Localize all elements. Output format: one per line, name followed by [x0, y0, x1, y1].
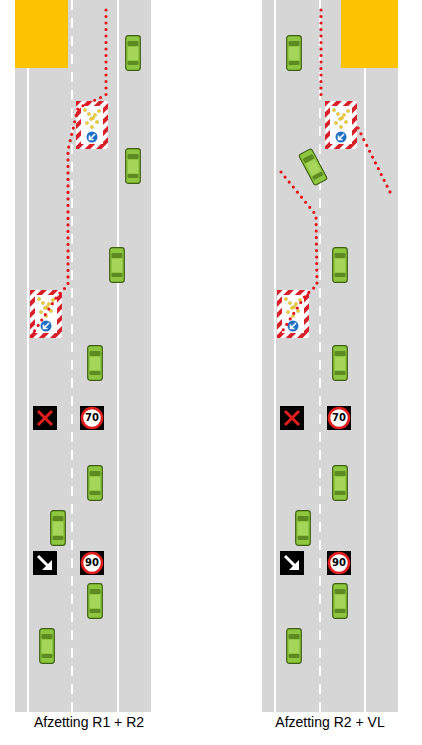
speed-limit: 90	[327, 551, 351, 575]
speed-sign: 70	[80, 406, 104, 430]
speed-limit: 70	[327, 406, 351, 430]
speed-limit: 90	[80, 551, 104, 575]
speed-sign: 70	[327, 406, 351, 430]
speed-sign: 90	[80, 551, 104, 575]
road-left	[15, 0, 151, 712]
speed-limit: 70	[80, 406, 104, 430]
caption: Afzetting R2 + VL	[245, 714, 415, 730]
road-right	[262, 0, 398, 712]
caption: Afzetting R1 + R2	[4, 714, 174, 730]
speed-sign: 90	[327, 551, 351, 575]
